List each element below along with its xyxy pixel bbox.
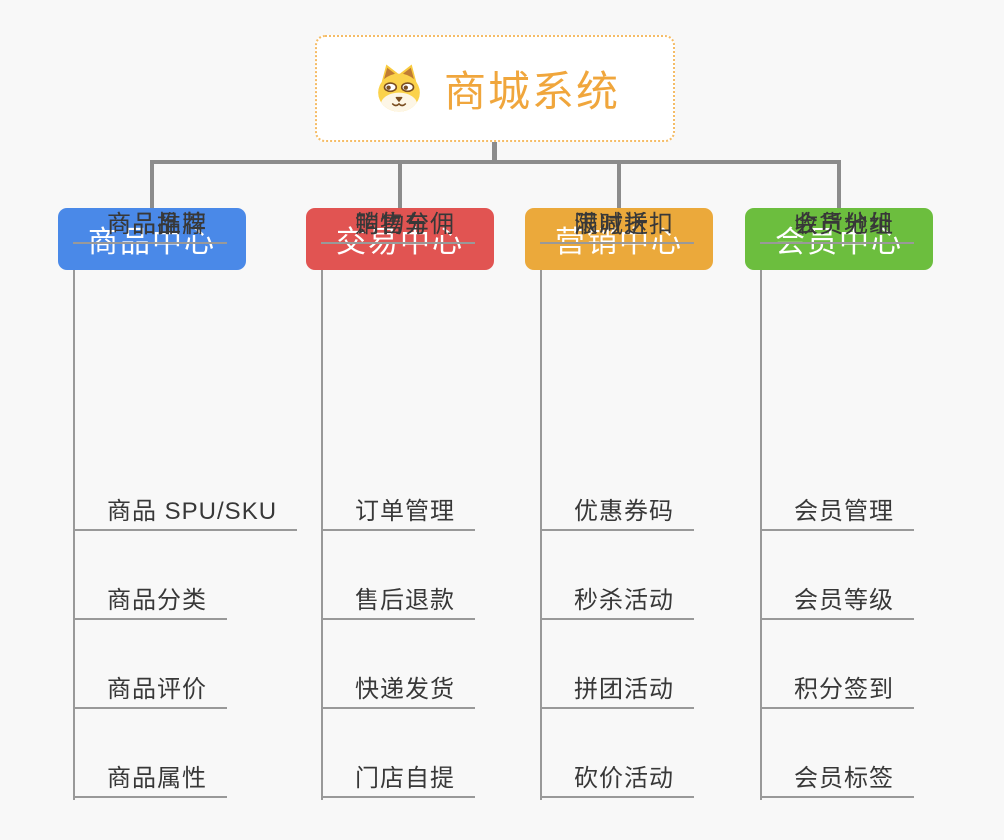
leaf-node[interactable]: 门店自提 xyxy=(321,762,475,798)
leaf-node[interactable]: 售后退款 xyxy=(321,584,475,620)
leaf-node[interactable]: 会员等级 xyxy=(760,584,914,620)
leaf-node[interactable]: 商品 SPU/SKU xyxy=(73,495,298,531)
connector-root-stub xyxy=(492,142,497,162)
leaf-node[interactable]: 商品品牌 xyxy=(73,208,227,244)
leaf-node[interactable]: 收货地址 xyxy=(760,208,914,244)
branch-rail xyxy=(73,270,75,800)
leaf-node[interactable]: 积分签到 xyxy=(760,673,914,709)
connector-horizontal-line xyxy=(151,160,841,164)
branch-rail xyxy=(321,270,323,800)
leaf-node[interactable]: 快递发货 xyxy=(321,673,475,709)
leaf-node[interactable]: 会员管理 xyxy=(760,495,914,531)
leaf-node[interactable]: 限时折扣 xyxy=(540,208,694,244)
branch-rail xyxy=(760,270,762,800)
branch-rail xyxy=(540,270,542,800)
root-title: 商城系统 xyxy=(443,68,620,115)
leaf-node[interactable]: 拼团活动 xyxy=(540,673,694,709)
branch-column-trade: 交易中心 订单管理 售后退款 快递发货 门店自提 购物车 销售分佣 xyxy=(306,208,494,818)
leaf-node[interactable]: 砍价活动 xyxy=(540,762,694,798)
leaf-node[interactable]: 会员标签 xyxy=(760,762,914,798)
root-node-mall-system[interactable]: 商城系统 xyxy=(315,35,675,142)
leaf-node[interactable]: 订单管理 xyxy=(321,495,475,531)
branch-column-members: 会员中心 会员管理 会员等级 积分签到 会员标签 会员分组 收货地址 xyxy=(745,208,933,818)
branch-column-products: 商品中心 商品 SPU/SKU 商品分类 商品评价 商品属性 商品推荐 商品品牌 xyxy=(58,208,298,818)
leaf-node[interactable]: 商品属性 xyxy=(73,762,227,798)
connector-drop-members xyxy=(837,160,841,208)
leaf-node[interactable]: 商品评价 xyxy=(73,673,227,709)
leaf-node[interactable]: 优惠券码 xyxy=(540,495,694,531)
connector-drop-marketing xyxy=(617,160,621,208)
connector-drop-products xyxy=(150,160,154,208)
leaf-node[interactable]: 商品分类 xyxy=(73,584,227,620)
connector-drop-trade xyxy=(398,160,402,208)
leaf-node[interactable]: 销售分佣 xyxy=(321,208,475,244)
branch-column-marketing: 营销中心 优惠券码 秒杀活动 拼团活动 砍价活动 限时折扣 满减送 xyxy=(525,208,713,818)
dog-face-icon xyxy=(370,60,428,118)
leaf-node[interactable]: 满减送 xyxy=(540,208,669,244)
leaf-node[interactable]: 秒杀活动 xyxy=(540,584,694,620)
